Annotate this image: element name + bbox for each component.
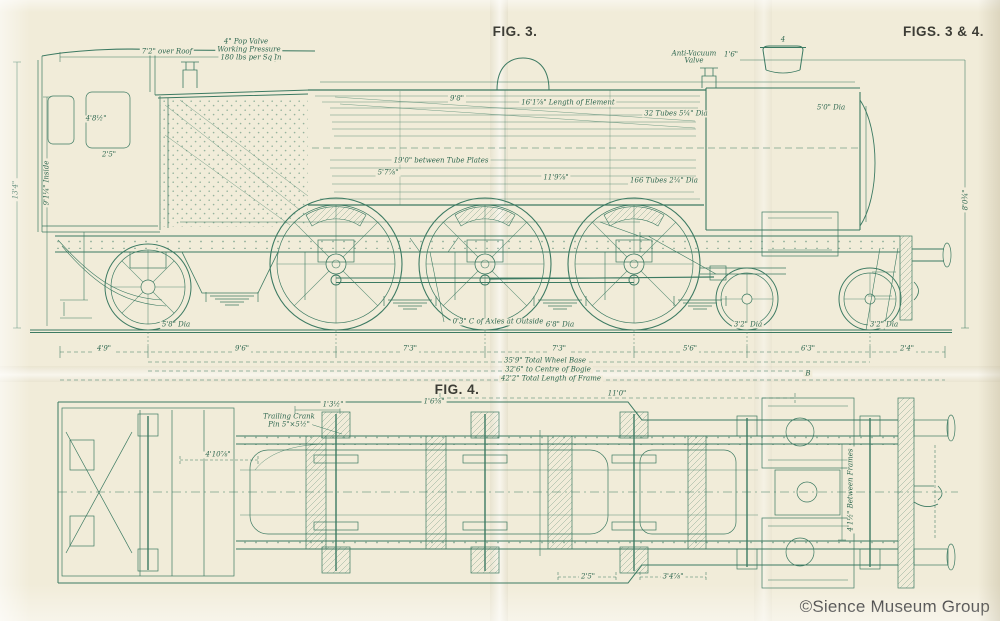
driving-wheel-3: [567, 197, 701, 331]
credit-watermark: ©Sience Museum Group: [799, 597, 990, 616]
cab: [37, 48, 316, 319]
front-buffer: [865, 235, 952, 331]
bogie-wheel-1: [715, 267, 779, 331]
cylinder-and-motion: [180, 211, 839, 283]
fig4-frame-plan: [57, 393, 958, 589]
fig4-title: FIG. 4.: [434, 382, 480, 397]
axles-and-wheels: [137, 411, 881, 574]
plan-piping: [240, 443, 758, 516]
leaf-spring-4: [673, 295, 727, 310]
firebox: [154, 89, 311, 294]
leaf-spring-1: [205, 291, 259, 306]
rail-line: [30, 329, 952, 333]
trailing-wheel: [104, 243, 192, 331]
fig3-side-elevation: [13, 45, 969, 381]
buffer-beam-plan: [897, 397, 956, 589]
figs34-plate-title: FIGS. 3 & 4.: [902, 24, 984, 39]
smokebox: [705, 87, 876, 231]
cylinders-plan: [761, 397, 855, 589]
fig3-title: FIG. 3.: [492, 24, 538, 39]
pop-safety-valve: [181, 61, 199, 88]
driving-wheel-2: [418, 197, 552, 331]
boiler: [308, 81, 860, 206]
injector-pipes: [57, 239, 167, 307]
anti-vacuum-valve: [700, 67, 718, 88]
cross-stretchers: [305, 435, 707, 550]
bogie-wheel-2: [838, 267, 902, 331]
main-frame: [55, 235, 900, 323]
steam-dome: [493, 57, 553, 91]
chimney: [760, 45, 806, 74]
